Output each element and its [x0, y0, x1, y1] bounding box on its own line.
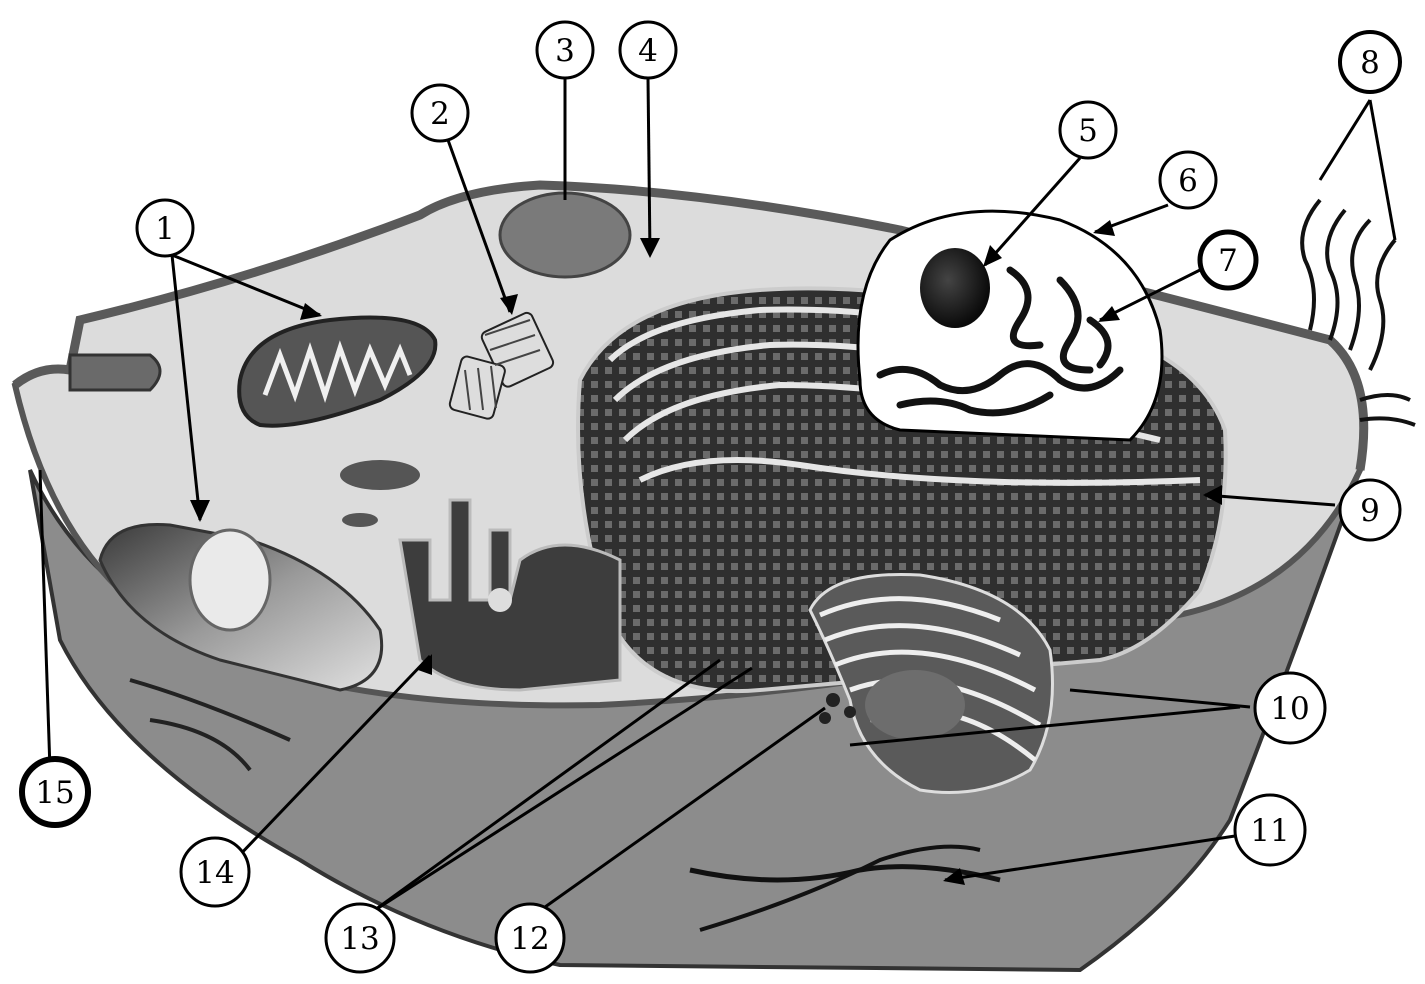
label-5: 5 [1060, 102, 1116, 158]
label-3-text: 3 [555, 33, 575, 69]
lysosome-b [342, 513, 378, 527]
label-15-text: 15 [35, 775, 74, 811]
label-9-text: 9 [1360, 493, 1380, 529]
label-1-text: 1 [155, 211, 175, 247]
label-2-text: 2 [430, 96, 450, 132]
lysosome-a [340, 460, 420, 490]
label-5-text: 5 [1078, 113, 1098, 149]
label-6: 6 [1160, 152, 1216, 208]
nucleolus [920, 248, 990, 328]
label-4: 4 [620, 22, 676, 78]
label-2: 2 [412, 85, 468, 141]
label-1: 1 [137, 200, 193, 256]
label-8-text: 8 [1360, 45, 1380, 81]
label-10-text: 10 [1270, 691, 1309, 727]
label-15: 15 [22, 759, 88, 825]
label-9: 9 [1340, 480, 1400, 540]
label-12-text: 12 [510, 921, 549, 957]
label-11-text: 11 [1250, 813, 1289, 849]
label-13: 13 [326, 904, 394, 972]
label-8: 8 [1340, 32, 1400, 92]
vacuole [500, 193, 630, 277]
label-11: 11 [1235, 795, 1305, 865]
label-13-text: 13 [340, 921, 379, 957]
membrane-notch [70, 355, 160, 390]
label-10: 10 [1255, 673, 1325, 743]
label-4-text: 4 [638, 33, 658, 69]
label-7-text: 7 [1218, 243, 1238, 279]
label-6-text: 6 [1178, 163, 1198, 199]
label-7: 7 [1200, 232, 1256, 288]
nucleus [858, 211, 1162, 440]
label-12: 12 [496, 904, 564, 972]
label-14-text: 14 [195, 855, 234, 891]
label-3: 3 [537, 22, 593, 78]
label-14: 14 [181, 838, 249, 906]
